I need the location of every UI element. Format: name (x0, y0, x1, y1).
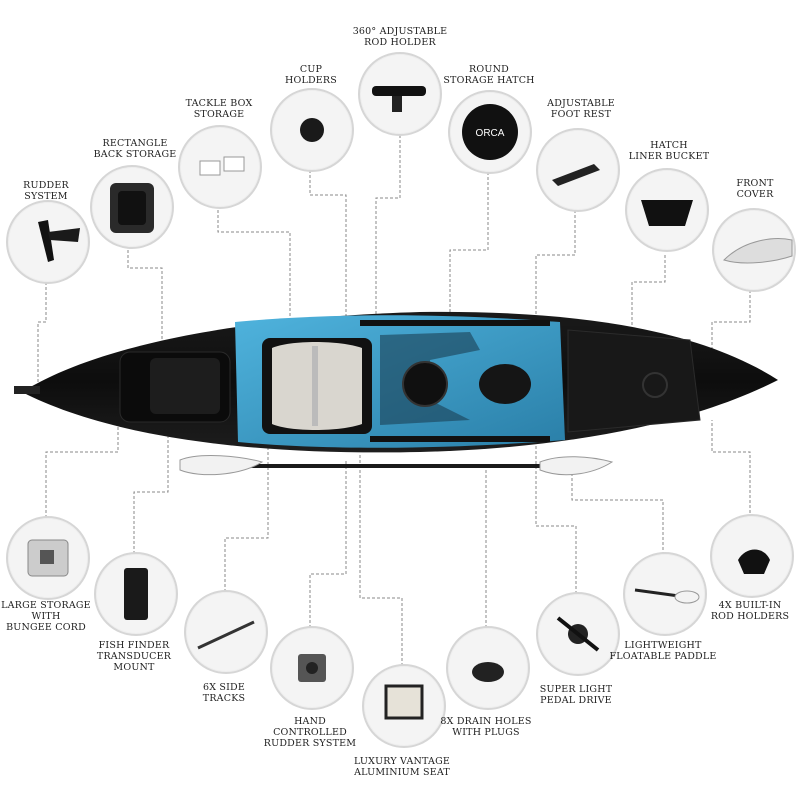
label-built-in-rod-holders: 4X BUILT-IN ROD HOLDERS (710, 600, 790, 622)
bubble-side-tracks (184, 590, 268, 674)
leader-back-storage (127, 250, 163, 368)
bubble-aluminium-seat (362, 664, 446, 748)
bubble-drain-holes (446, 626, 530, 710)
bubble-fish-finder-mount (94, 552, 178, 636)
foot-rest-icon (552, 164, 600, 186)
bubble-built-in-rod-holders (710, 514, 794, 598)
pedal-drive-icon (556, 616, 600, 652)
label-adjustable-foot-rest: ADJUSTABLE FOOT REST (547, 98, 615, 120)
label-rectangle-back-storage: RECTANGLE BACK STORAGE (93, 138, 177, 160)
paddle-blade-left (179, 455, 264, 476)
label-round-storage-hatch: ROUND STORAGE HATCH (443, 64, 535, 86)
rudder-icon (38, 220, 80, 262)
leader-cup-holders (309, 165, 347, 320)
hatch-icon: ORCA (462, 104, 518, 160)
leader-side-tracks (224, 440, 269, 592)
drain-plug-icon (472, 662, 504, 682)
label-fish-finder-mount: FISH FINDER TRANSDUCER MOUNT (96, 640, 172, 673)
leader-large-storage (45, 420, 119, 518)
leader-front-cover (711, 290, 751, 372)
deck-track-bottom (370, 436, 550, 442)
leader-rudder-system (37, 282, 47, 390)
label-large-storage-bungee: LARGE STORAGE WITH BUNGEE CORD (1, 600, 91, 633)
bubble-cup-holders (270, 88, 354, 172)
label-front-cover: FRONT COVER (736, 178, 774, 200)
paddle-blade-right (539, 456, 614, 476)
label-tackle-box-storage: TACKLE BOX STORAGE (185, 98, 253, 120)
bubble-large-storage-bungee (6, 516, 90, 600)
rod-holder-icon (372, 86, 426, 112)
bubble-floatable-paddle (623, 552, 707, 636)
front-cover-icon (723, 238, 793, 264)
bubble-pedal-drive (536, 592, 620, 676)
cup-holder-icon (300, 118, 324, 142)
label-rudder-system: RUDDER SYSTEM (23, 180, 69, 202)
front-hatch-logo (642, 372, 668, 398)
label-floatable-paddle: LIGHTWEIGHT FLOATABLE PADDLE (609, 640, 717, 662)
leader-round-hatch (449, 172, 489, 372)
label-hatch-liner-bucket: HATCH LINER BUCKET (628, 140, 710, 162)
seat-icon (384, 684, 424, 720)
label-side-tracks: 6X SIDE TRACKS (202, 682, 246, 704)
stern-rudder (14, 386, 40, 394)
leader-paddle (571, 470, 664, 560)
deck-track-top (360, 320, 550, 326)
leader-rod-holder (375, 130, 401, 330)
bubble-rectangle-back-storage (90, 165, 174, 249)
leader-foot-rest (535, 210, 576, 345)
label-pedal-drive: SUPER LIGHT PEDAL DRIVE (539, 684, 613, 706)
leader-hand-rudder (309, 460, 347, 628)
rod-holder-builtin-icon (738, 549, 770, 574)
bubble-rudder-system (6, 200, 90, 284)
round-hatch-icon (402, 361, 448, 407)
side-track-icon (197, 620, 255, 650)
leader-tackle-box (217, 210, 291, 318)
tackle-box-icon (199, 156, 245, 176)
rear-storage-lid (150, 358, 220, 414)
label-hand-controlled-rudder: HAND CONTROLLED RUDDER SYSTEM (263, 716, 357, 749)
bucket-icon (641, 200, 693, 226)
label-cup-holders: CUP HOLDERS (285, 64, 337, 86)
rudder-control-icon (298, 654, 326, 682)
bubble-front-cover (712, 208, 796, 292)
bubble-rod-holder-360 (358, 52, 442, 136)
leader-fish-finder (133, 418, 169, 554)
storage-icon (110, 183, 154, 233)
bubble-tackle-box-storage (178, 125, 262, 209)
bubble-hatch-liner-bucket (625, 168, 709, 252)
svg-text:ORCA: ORCA (476, 128, 505, 139)
bubble-adjustable-foot-rest (536, 128, 620, 212)
bungee-storage-icon (27, 539, 69, 577)
bubble-round-storage-hatch: ORCA (448, 90, 532, 174)
label-drain-holes: 8X DRAIN HOLES WITH PLUGS (440, 716, 532, 738)
leader-seat (359, 455, 403, 666)
leader-pedal-drive (535, 430, 577, 594)
transducer-mount-icon (124, 568, 148, 620)
front-hatch-cover (567, 329, 701, 433)
pedal-drive-unit (479, 364, 531, 404)
label-rod-holder-360: 360° ADJUSTABLE ROD HOLDER (352, 26, 448, 48)
seat-strap (312, 346, 318, 426)
paddle-icon (634, 588, 700, 604)
label-aluminium-seat: LUXURY VANTAGE ALUMINIUM SEAT (353, 756, 451, 778)
leader-rod-holders (711, 420, 751, 518)
bubble-hand-controlled-rudder (270, 626, 354, 710)
